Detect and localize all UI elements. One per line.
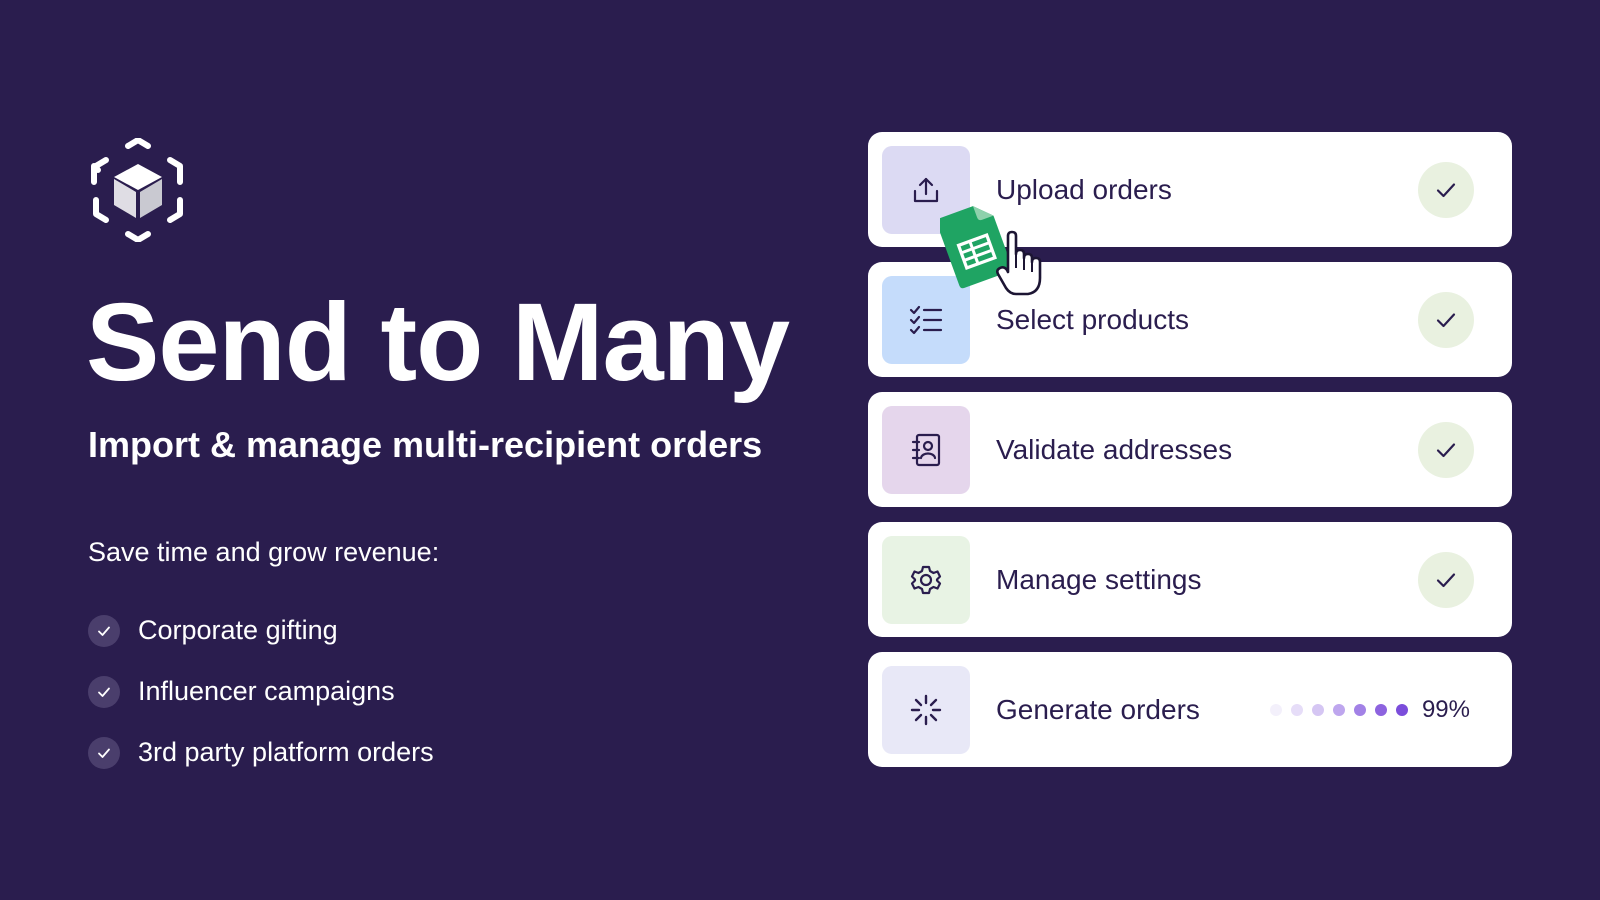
hand-cursor-icon [996,230,1042,296]
benefit-item: Influencer campaigns [88,661,434,722]
progress-dot [1374,703,1387,716]
step-label: Manage settings [996,563,1202,595]
loading-spinner-icon [882,665,970,754]
check-icon [88,675,120,708]
checklist-icon [882,275,970,364]
step-done-check-icon [1418,421,1474,478]
benefits-intro: Save time and grow revenue: [88,537,440,567]
page-title: Send to Many [86,281,790,404]
benefit-label: Influencer campaigns [138,676,395,706]
address-book-icon [882,405,970,494]
step-done-check-icon [1418,551,1474,608]
step-done-check-icon [1418,291,1474,348]
check-icon [88,614,120,647]
step-done-check-icon [1418,161,1474,218]
benefit-item: 3rd party platform orders [88,722,434,783]
progress-percent: 99% [1421,695,1470,723]
check-icon [88,736,120,769]
box-logo-icon [91,138,183,242]
step-label: Validate addresses [996,433,1233,465]
gear-icon [882,535,970,624]
progress-dot [1395,703,1408,716]
step-manage-settings[interactable]: Manage settings [868,522,1512,637]
benefits-list: Corporate gifting Influencer campaigns 3… [88,600,434,783]
step-validate-addresses[interactable]: Validate addresses [868,392,1512,507]
spreadsheet-file-icon [940,206,1013,289]
progress-dot [1311,703,1324,716]
steps-list: Upload orders Select products [868,132,1512,782]
step-label: Upload orders [996,173,1172,205]
benefit-item: Corporate gifting [88,600,434,661]
progress-dot [1290,703,1303,716]
progress-dot [1353,703,1366,716]
drag-file-overlay [940,206,1042,296]
benefit-label: 3rd party platform orders [138,737,434,767]
step-label: Generate orders [996,693,1200,725]
progress-dot [1269,703,1282,716]
page-subtitle: Import & manage multi-recipient orders [88,424,763,465]
progress-dot [1332,703,1345,716]
benefit-label: Corporate gifting [138,615,338,645]
step-generate-orders[interactable]: Generate orders 99% [868,652,1512,767]
step-label: Select products [996,303,1189,335]
progress-indicator: 99% [1261,696,1470,724]
